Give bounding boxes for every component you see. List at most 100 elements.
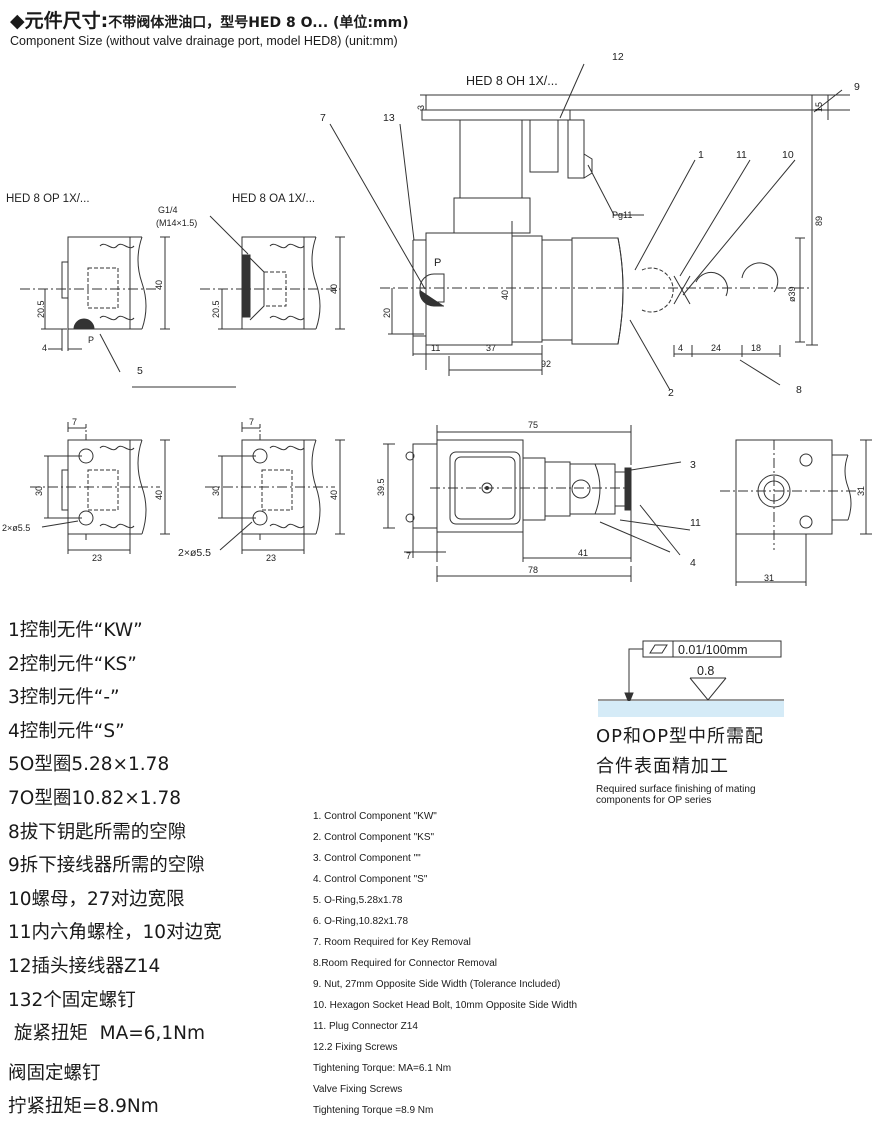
- dim-41: 41: [578, 548, 588, 558]
- dim-89: 89: [814, 216, 824, 226]
- dim-7-oh: 7: [406, 551, 411, 561]
- port-face-view: [720, 439, 872, 586]
- header: ◆元件尺寸:不带阀体泄油口，型号HED 8 O... (单位:mm) Compo…: [10, 6, 409, 48]
- callout-13: 13: [383, 112, 395, 124]
- callout-2: 2: [668, 387, 674, 399]
- thread-alt-label: (M14×1.5): [156, 218, 197, 228]
- callout-10: 10: [782, 149, 794, 161]
- dim-75: 75: [528, 420, 538, 430]
- legend-en-item: 10. Hexagon Socket Head Bolt, 10mm Oppos…: [313, 1000, 578, 1011]
- flatness-value: 0.01/100mm: [678, 643, 747, 657]
- op-port-label: P: [88, 335, 94, 345]
- dimension-labels: 3 15 89 40 40 40 20.5 20.5 20 4 11 37 92…: [34, 102, 866, 583]
- dim-37: 37: [486, 343, 496, 353]
- dim-30-left: 30: [34, 486, 44, 496]
- oh-port-label: P: [434, 257, 441, 269]
- callout-3: 3: [690, 459, 696, 471]
- legend-en-item: 8.Room Required for Connector Removal: [313, 958, 497, 969]
- dim-24: 24: [711, 343, 721, 353]
- dim-78: 78: [528, 565, 538, 575]
- callout-11-top: 11: [736, 149, 747, 161]
- title-prefix: ◆元件尺寸:: [10, 10, 109, 32]
- oa-bottom-view: [205, 422, 345, 554]
- surface-note-en-line: components for OP series: [596, 795, 712, 806]
- legend-en-item: 12.2 Fixing Screws: [313, 1042, 398, 1053]
- dim-40-bottom-left: 40: [154, 490, 164, 500]
- oh-view-label: HED 8 OH 1X/...: [466, 74, 558, 88]
- legend-english: 1. Control Component "KW" 2. Control Com…: [313, 806, 577, 1121]
- legend-en-item: 11. Plug Connector Z14: [313, 1021, 418, 1032]
- legend-cn-item: 7O型圈10.82×1.78: [8, 787, 181, 809]
- legend-en-item: Valve Fixing Screws: [313, 1084, 403, 1095]
- dim-20: 20: [382, 308, 392, 318]
- pg-label: Pg11: [612, 210, 632, 220]
- thread-label: G1/4: [158, 205, 178, 215]
- dim-40-oh: 40: [500, 290, 510, 300]
- legend-cn-item: 12插头接线器Z14: [8, 955, 161, 977]
- oh-view: [99, 63, 850, 391]
- dim-40-bottom-middle: 40: [329, 490, 339, 500]
- legend-cn-item: 1控制无件“KW”: [8, 620, 143, 641]
- dim-18: 18: [751, 343, 761, 353]
- dim-20-5-oa: 20.5: [211, 300, 221, 318]
- surface-spec-symbol: [598, 640, 784, 705]
- dim-30-middle: 30: [211, 486, 221, 496]
- legend-en-item: 9. Nut, 27mm Opposite Side Width (Tolera…: [313, 979, 561, 990]
- dim-20-5-op: 20.5: [36, 300, 46, 318]
- legend-cn-item: 9拆下接线器所需的空隙: [8, 855, 205, 877]
- callout-9: 9: [854, 81, 860, 93]
- callout-7: 7: [320, 112, 326, 124]
- roughness-value: 0.8: [697, 664, 714, 678]
- legend-en-item: 2. Control Component "KS": [313, 832, 435, 843]
- holes-label-left: 2×ø5.5: [2, 523, 30, 533]
- holes-label-middle: 2×ø5.5: [178, 547, 211, 559]
- oa-view-label: HED 8 OA 1X/...: [232, 193, 315, 205]
- legend-en-item: 3. Control Component "": [313, 853, 421, 864]
- legend-cn-item: 10螺母，27对边宽限: [8, 888, 185, 910]
- surface-note-cn-line: OP和OP型中所需配: [596, 726, 765, 747]
- dim-23-left: 23: [92, 553, 102, 563]
- callout-8: 8: [796, 384, 802, 396]
- dim-4-oh: 4: [678, 343, 683, 353]
- machined-surface: [598, 701, 784, 717]
- legend-en-item: 1. Control Component "KW": [313, 811, 437, 822]
- dim-7-middle: 7: [249, 417, 254, 427]
- dim-7-left: 7: [72, 417, 77, 427]
- legend-cn-item: 阀固定螺钉: [8, 1062, 101, 1084]
- diameter-label: ø39: [787, 286, 797, 302]
- callout-1: 1: [698, 149, 704, 161]
- dim-4-op: 4: [42, 343, 47, 353]
- dim-92: 92: [541, 359, 551, 369]
- surface-note-english: Required surface finishing of mating com…: [596, 784, 756, 806]
- legend-en-item: 5. O-Ring,5.28x1.78: [313, 895, 403, 906]
- legend-chinese: 1控制无件“KW” 2控制元件“KS” 3控制元件“-” 4控制元件“S” 5O…: [8, 614, 222, 1124]
- legend-en-item: Tightening Torque: MA=6.1 Nm: [313, 1063, 452, 1074]
- title-detail: 不带阀体泄油口，型号HED 8 O... (单位:mm): [108, 15, 409, 31]
- dim-31-bottom: 31: [764, 573, 774, 583]
- legend-cn-item: 132个固定螺钉: [8, 989, 136, 1011]
- legend-en-item: 4. Control Component "S": [313, 874, 428, 885]
- callout-11-bottom: 11: [690, 517, 701, 529]
- op-view: [20, 236, 170, 351]
- legend-en-item: 6. O-Ring,10.82x1.78: [313, 916, 409, 927]
- surface-note-chinese: OP和OP型中所需配 合件表面精加工: [596, 722, 764, 782]
- legend-en-item: 7. Room Required for Key Removal: [313, 937, 471, 948]
- callout-4: 4: [690, 557, 696, 569]
- oh-top-view: [383, 425, 691, 582]
- callout-labels: 1 2 3 4 5 7 8 9 10 11 11 12 13: [137, 51, 860, 569]
- dim-40-op: 40: [154, 280, 164, 290]
- legend-cn-item: 8拔下钥匙所需的空隙: [8, 821, 187, 843]
- dim-11: 11: [431, 343, 440, 353]
- legend-en-item: Tightening Torque =8.9 Nm: [313, 1105, 434, 1116]
- legend-cn-item: 3控制元件“-”: [8, 687, 120, 709]
- dim-15: 15: [814, 102, 824, 112]
- surface-note-en-line: Required surface finishing of mating: [596, 784, 756, 795]
- callout-12: 12: [612, 51, 624, 63]
- dim-3: 3: [416, 105, 426, 110]
- legend-cn-item: 4控制元件“S”: [8, 720, 125, 742]
- op-bottom-view: [30, 422, 170, 554]
- callout-5: 5: [137, 365, 143, 377]
- dim-31-right: 31: [856, 486, 866, 496]
- dim-39-5: 39.5: [376, 478, 386, 496]
